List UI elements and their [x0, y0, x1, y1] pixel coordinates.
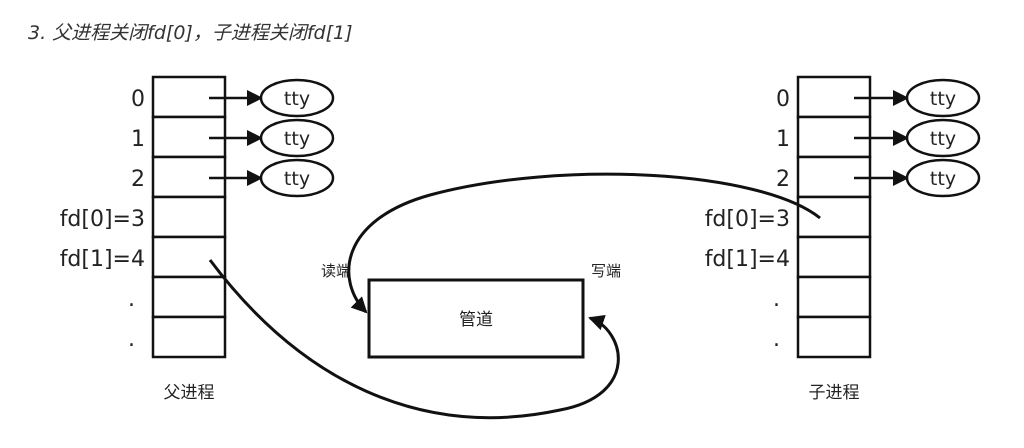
process-label: 父进程	[164, 383, 215, 403]
fd-slot	[151, 195, 227, 239]
fd-slot	[151, 275, 227, 319]
fd-slot	[796, 315, 872, 359]
fd-label: 0	[131, 87, 145, 112]
tty-label: tty	[284, 128, 310, 150]
read-end-label: 读端	[321, 262, 351, 280]
fd-label: .	[128, 287, 135, 312]
child-fd-table: 0 1 2 fd[0]=3 fd[1]=4.. tty tty tty 子进程	[705, 75, 981, 403]
fd-label: fd[1]=4	[705, 247, 790, 272]
fd-label: .	[128, 327, 135, 352]
tty-label: tty	[930, 168, 956, 190]
fd-label: .	[773, 327, 780, 352]
fd-label: 1	[131, 127, 145, 152]
process-label: 子进程	[809, 383, 860, 403]
fd-slot	[796, 195, 872, 239]
fd-label: 1	[776, 127, 790, 152]
write-end-label: 写端	[591, 262, 621, 280]
slide-title: 3. 父进程关闭fd[0]，子进程关闭fd[1]	[28, 22, 353, 44]
pipe-label: 管道	[459, 310, 493, 330]
tty-label: tty	[930, 128, 956, 150]
write-arrow-curve	[208, 259, 620, 420]
tty-label: tty	[930, 88, 956, 110]
fd-label: 2	[131, 167, 145, 192]
tty-device	[905, 158, 981, 198]
parent-fd-table: 0 1 2 fd[0]=3 fd[1]=4.. tty tty tty 父进程	[60, 75, 335, 403]
read-arrow-curve	[347, 172, 821, 314]
fd-label: fd[1]=4	[60, 247, 145, 272]
tty-label: tty	[284, 88, 310, 110]
fd-slot	[151, 235, 227, 279]
tty-label: tty	[284, 168, 310, 190]
fd-label: 2	[776, 167, 790, 192]
fd-slot	[796, 235, 872, 279]
tty-device	[905, 78, 981, 118]
fd-slot	[151, 315, 227, 359]
tty-device	[259, 78, 335, 118]
fd-slot	[796, 275, 872, 319]
pipe-box	[367, 278, 585, 359]
tty-device	[259, 158, 335, 198]
fd-label: .	[773, 287, 780, 312]
fd-label: fd[0]=3	[705, 207, 790, 232]
tty-device	[259, 118, 335, 158]
tty-device	[905, 118, 981, 158]
fd-label: 0	[776, 87, 790, 112]
fd-label: fd[0]=3	[60, 207, 145, 232]
